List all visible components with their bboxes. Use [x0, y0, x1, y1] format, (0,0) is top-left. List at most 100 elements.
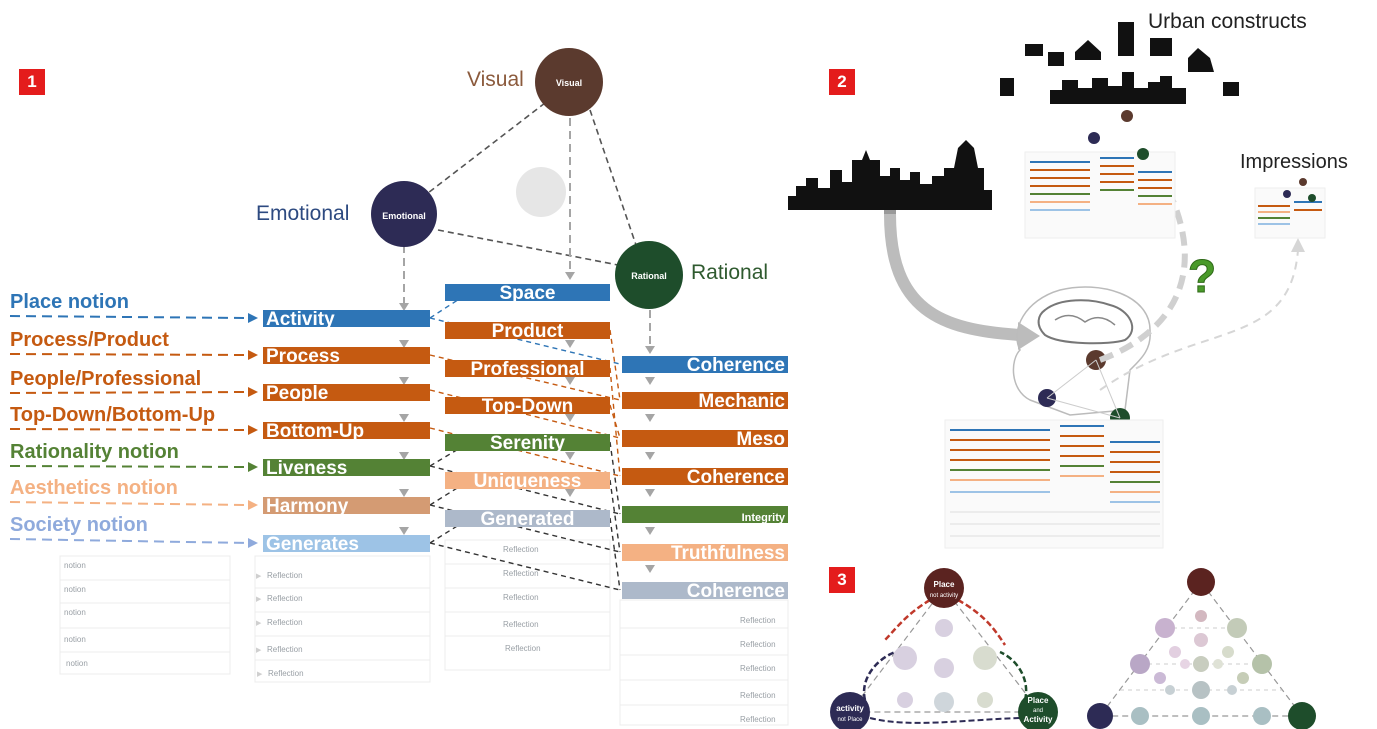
- mini-diagram-top: [1024, 110, 1176, 239]
- notion-label-2: Process/Product: [10, 329, 169, 351]
- visual-bar-7: [445, 510, 610, 527]
- visual-bar-1: [445, 284, 610, 301]
- panel-3-badge: 3: [829, 567, 855, 593]
- emotional-bar-1: [263, 310, 430, 327]
- activity-not-place-sub: not Place: [837, 717, 863, 723]
- place-and-activity-title: Place: [1028, 696, 1049, 705]
- panel-2-badge: 2: [829, 69, 855, 95]
- notion-label-1: Place notion: [10, 291, 129, 313]
- faded-reflection-11: Reflection: [740, 616, 776, 625]
- visual-bar-5: [445, 434, 610, 451]
- notion-label-3: People/Professional: [10, 368, 201, 390]
- faded-reflection-1: Reflection: [267, 571, 303, 580]
- svg-text:▶: ▶: [256, 620, 262, 627]
- notion-connector-5: [9, 465, 249, 468]
- notion-arrowhead-1: [248, 313, 258, 323]
- visual-bar-label-6: Uniqueness: [474, 471, 582, 492]
- activity-not-place-title: activity: [836, 704, 864, 713]
- rational-bar-1: [622, 356, 788, 373]
- urban-constructs-label: Urban constructs: [1148, 10, 1307, 33]
- place-not-activity-sub: not activity: [930, 593, 958, 599]
- building-icons: [1000, 22, 1239, 104]
- rational-bar-2: [622, 392, 788, 409]
- visual-title: Visual: [467, 68, 524, 91]
- notion-group: Place notionProcess/ProductPeople/Profes…: [9, 291, 258, 548]
- rational-bar-3: [622, 430, 788, 447]
- emotional-node: [371, 181, 437, 247]
- emotional-bar-label-6: Harmony: [266, 496, 349, 517]
- node-links: [427, 102, 637, 266]
- rational-bar-6: [622, 544, 788, 561]
- emotional-node-label: Emotional: [382, 211, 426, 221]
- faded-reflection-13: Reflection: [740, 664, 776, 673]
- rational-bar-label-4: Coherence: [687, 467, 785, 488]
- svg-text:▶: ▶: [257, 671, 263, 678]
- triangle-right: [1087, 568, 1316, 729]
- notion-arrowhead-5: [248, 462, 258, 472]
- faded-reflection-10: Reflection: [505, 644, 541, 653]
- visual-bar-label-5: Serenity: [490, 433, 565, 454]
- notion-connector-4: [9, 428, 249, 431]
- rational-bar-label-7: Coherence: [687, 581, 785, 602]
- visual-bar-3: [445, 360, 610, 377]
- faded-reflection-14: Reflection: [740, 691, 776, 700]
- spine-arrows: [399, 272, 655, 573]
- visual-bar-4: [445, 397, 610, 414]
- spines: [403, 118, 651, 348]
- emotional-bar-label-3: People: [266, 383, 328, 404]
- rational-bar-4: [622, 468, 788, 485]
- faded-reflection-2: Reflection: [267, 594, 303, 603]
- visual-bar-6: [445, 472, 610, 489]
- notion-arrowhead-7: [248, 538, 258, 548]
- ghost-node: [516, 167, 566, 217]
- rational-node: [615, 241, 683, 309]
- notion-arrowhead-3: [248, 387, 258, 397]
- faded-arrowheads: ▶▶▶ ▶▶: [256, 573, 263, 678]
- emotional-bar-label-7: Generates: [266, 534, 359, 555]
- bars-group: ActivityProcessPeopleBottom-UpLivenessHa…: [263, 283, 788, 602]
- head-icon: [1012, 286, 1151, 416]
- visual-node: [535, 48, 603, 116]
- rational-bar-label-2: Mechanic: [698, 391, 785, 412]
- activity-not-place-node: [830, 692, 870, 729]
- notion-connector-6: [9, 501, 249, 506]
- place-and-activity-sub: and: [1033, 708, 1043, 714]
- notion-connector-1: [9, 315, 249, 319]
- notion-connector-2: [9, 353, 249, 356]
- notion-connector-7: [9, 538, 249, 544]
- city-skyline: [788, 140, 992, 210]
- faded-reflection-7: Reflection: [503, 569, 539, 578]
- dashed-arrow-impressions: [1099, 249, 1299, 391]
- notion-label-5: Rationality notion: [10, 441, 179, 463]
- notion-arrowhead-6: [248, 500, 258, 510]
- faded-table: [59, 539, 789, 726]
- panel-3: Place not activity activity not Place Pl…: [830, 568, 1316, 729]
- faded-reflection-8: Reflection: [503, 593, 539, 602]
- right-left-node: [1087, 703, 1113, 729]
- faded-reflection-12: Reflection: [740, 640, 776, 649]
- perception-arrow: [884, 213, 1021, 341]
- emotional-bar-label-1: Activity: [266, 309, 335, 330]
- question-mark: ?: [1188, 250, 1216, 302]
- faded-reflection-9: Reflection: [503, 620, 539, 629]
- mini-diagram-impressions: [1254, 178, 1326, 239]
- notion-label-6: Aesthetics notion: [10, 477, 178, 499]
- visual-bar-label-1: Space: [500, 283, 556, 304]
- emotional-bar-6: [263, 497, 430, 514]
- visual-bar-label-4: Top-Down: [482, 396, 573, 417]
- faded-reflection-3: Reflection: [267, 618, 303, 627]
- faded-reflection-5: Reflection: [268, 669, 304, 678]
- visual-bar-2: [445, 322, 610, 339]
- emotional-bar-label-4: Bottom-Up: [266, 421, 364, 442]
- svg-text:▶: ▶: [256, 573, 262, 580]
- rational-bar-label-3: Meso: [736, 429, 785, 450]
- place-and-activity-node: [1018, 692, 1058, 729]
- emotional-title: Emotional: [256, 202, 349, 225]
- brain-links: [1046, 359, 1121, 419]
- visual-bar-label-2: Product: [492, 321, 564, 342]
- emotional-bar-3: [263, 384, 430, 401]
- visual-bar-label-3: Professional: [470, 359, 584, 380]
- place-and-activity-title2: Activity: [1024, 715, 1053, 724]
- place-not-activity-node: [924, 568, 964, 608]
